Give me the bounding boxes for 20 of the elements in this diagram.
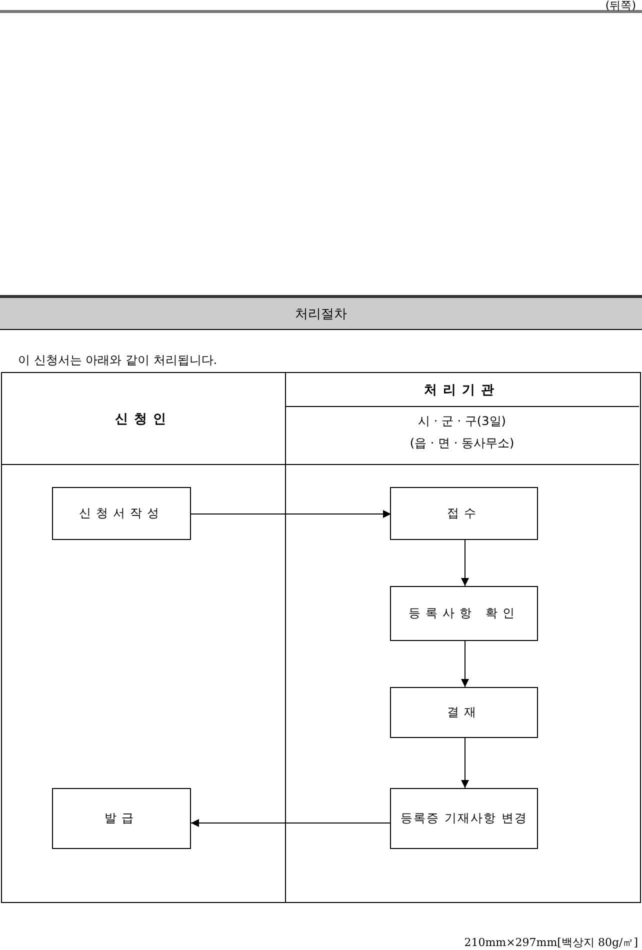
organization-text: 시 · 군 · 구(3일) (읍 · 면 · 동사무소) <box>408 413 516 452</box>
process-box: 접수 <box>390 487 538 540</box>
swimlane-column <box>285 372 641 903</box>
process-box: 신청서작성 <box>52 487 191 540</box>
page-side-label: (뒤쪽) <box>605 0 636 13</box>
arrow <box>461 640 469 688</box>
paper-size-note: 210mm×297mm[백상지 80g/㎡] <box>464 935 638 950</box>
arrow <box>461 540 469 586</box>
column-header: 처리기관 <box>423 382 501 399</box>
process-box: 등록사항 확인 <box>390 586 538 641</box>
process-box: 결재 <box>390 687 538 738</box>
process-box: 등록증 기재사항 변경 <box>390 788 538 849</box>
arrow <box>190 819 392 827</box>
swimlane-column <box>1 372 286 903</box>
instruction-text: 이 신청서는 아래와 같이 처리됩니다. <box>18 352 218 369</box>
arrow <box>461 738 469 788</box>
section-title-band: 처리절차 <box>0 298 642 330</box>
process-box: 발급 <box>52 788 191 849</box>
column-header: 신청인 <box>114 411 173 428</box>
arrow <box>190 510 392 518</box>
